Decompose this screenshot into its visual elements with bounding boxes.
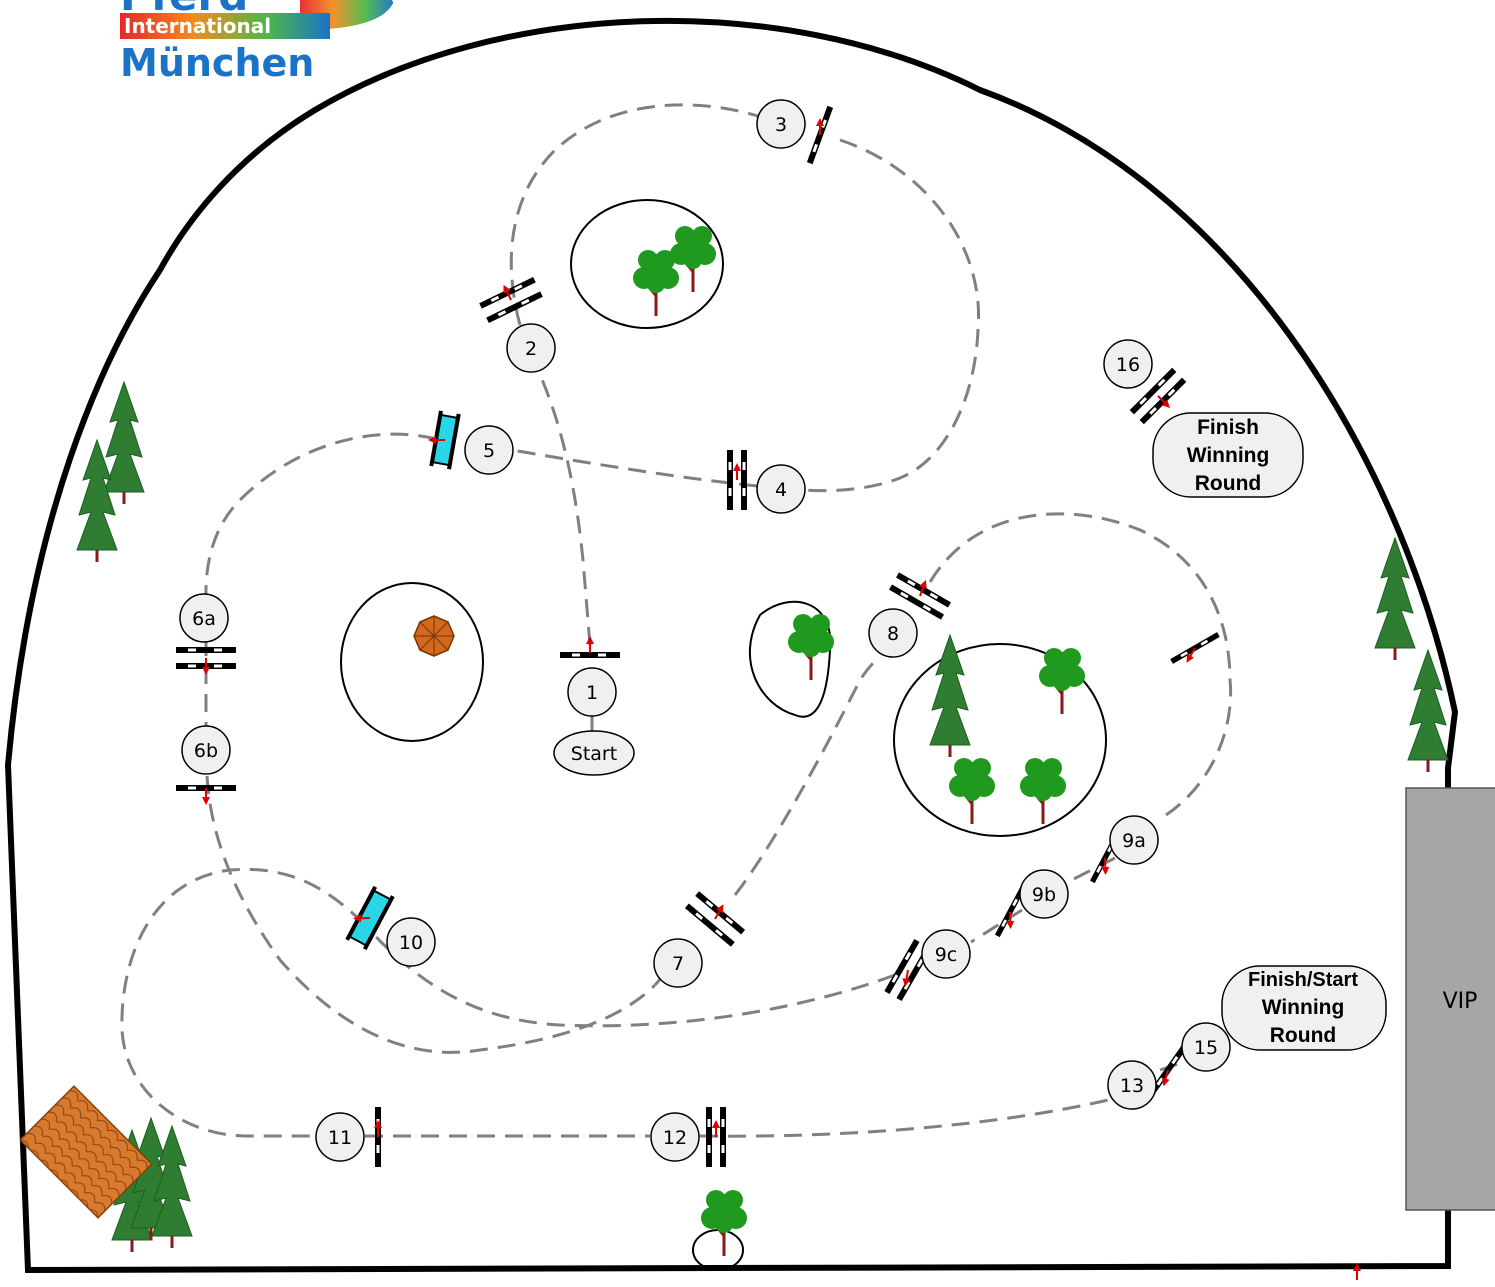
tree-icon (1037, 646, 1087, 716)
obstacle-marker-7: 7 (653, 938, 703, 988)
obstacle-4-jump (727, 450, 747, 510)
obstacle-marker-9c: 9c (921, 929, 971, 979)
pavilion-icon (413, 615, 455, 657)
svg-text:11: 11 (328, 1127, 352, 1149)
obstacle-1-jump (560, 635, 620, 658)
tree-icon (699, 1188, 749, 1258)
obstacle-marker-2: 2 (506, 323, 556, 373)
obstacle-marker-6b: 6b (181, 725, 231, 775)
obstacle-marker-1: 1 (567, 667, 617, 717)
obstacle-marker-8: 8 (868, 608, 918, 658)
obstacle-8b-jump (1170, 632, 1220, 666)
obstacle-marker-13: 13 (1107, 1060, 1157, 1110)
pine-tree-icon (102, 380, 146, 506)
svg-text:6b: 6b (194, 740, 218, 762)
tree-icon (947, 756, 997, 826)
tree-island-top (570, 199, 724, 329)
arena-boundary (4, 17, 1459, 1274)
svg-text:Round: Round (1195, 472, 1261, 495)
obstacle-6a-jump (176, 647, 236, 676)
svg-text:2: 2 (525, 338, 537, 360)
svg-text:6a: 6a (192, 608, 216, 630)
tree-icon (631, 248, 681, 318)
obstacle-marker-4: 4 (756, 464, 806, 514)
svg-text:15: 15 (1194, 1037, 1218, 1059)
svg-text:16: 16 (1116, 354, 1140, 376)
svg-text:Start: Start (571, 743, 617, 765)
tree-icon (786, 612, 836, 682)
svg-text:1: 1 (586, 682, 598, 704)
obstacle-2-jump (479, 276, 543, 324)
start-marker: Start (553, 730, 635, 776)
svg-text:München: München (120, 41, 314, 85)
obstacle-12-jump (706, 1107, 726, 1167)
event-logo: Pferd International München (120, 0, 394, 85)
svg-text:5: 5 (483, 440, 495, 462)
svg-text:9a: 9a (1122, 830, 1146, 852)
obstacle-marker-9a: 9a (1109, 815, 1159, 865)
svg-text:7: 7 (672, 953, 684, 975)
obstacle-marker-12: 12 (650, 1112, 700, 1162)
obstacle-marker-11: 11 (315, 1112, 365, 1162)
tree-island-large (893, 643, 1107, 837)
tree-icon (1018, 756, 1068, 826)
obstacle-10-water-jump (345, 885, 395, 951)
finish-winning-round-box: Finish Winning Round (1152, 412, 1304, 498)
tree-island-small (749, 600, 832, 718)
vip-area (1405, 787, 1495, 1211)
svg-text:Finish/Start: Finish/Start (1248, 969, 1358, 991)
svg-text:8: 8 (887, 623, 899, 645)
svg-text:13: 13 (1120, 1075, 1144, 1097)
obstacle-7-jump (684, 891, 746, 947)
svg-text:4: 4 (775, 479, 787, 501)
pavilion-island (340, 582, 484, 742)
finish-start-winning-round-box: Finish/Start Winning Round (1221, 965, 1387, 1051)
pine-tree-icon (75, 438, 119, 564)
svg-text:Round: Round (1270, 1024, 1336, 1047)
obstacle-marker-9b: 9b (1019, 869, 1069, 919)
tree-island-bottom (692, 1229, 744, 1271)
obstacle-marker-10: 10 (386, 917, 436, 967)
svg-text:9c: 9c (935, 944, 958, 966)
obstacle-marker-5: 5 (464, 425, 514, 475)
svg-text:9b: 9b (1032, 884, 1056, 906)
obstacle-11-jump (373, 1107, 383, 1167)
svg-text:International: International (124, 14, 271, 38)
obstacle-marker-3: 3 (756, 99, 806, 149)
obstacle-5-water-jump (427, 410, 461, 470)
obstacle-marker-16: 16 (1103, 339, 1153, 389)
svg-text:3: 3 (775, 114, 787, 136)
svg-text:10: 10 (399, 932, 423, 954)
obstacle-6b-jump (176, 785, 236, 806)
obstacle-3-jump (806, 105, 834, 165)
vip-label: VIP (1443, 989, 1478, 1014)
pine-tree-icon (928, 633, 972, 759)
obstacle-marker-6a: 6a (179, 593, 229, 643)
house-icon (19, 1085, 153, 1219)
svg-text:Finish: Finish (1197, 416, 1259, 439)
obstacle-marker-15: 15 (1181, 1022, 1231, 1072)
svg-text:12: 12 (663, 1127, 687, 1149)
svg-text:Winning: Winning (1187, 444, 1270, 467)
svg-text:Winning: Winning (1262, 996, 1345, 1019)
